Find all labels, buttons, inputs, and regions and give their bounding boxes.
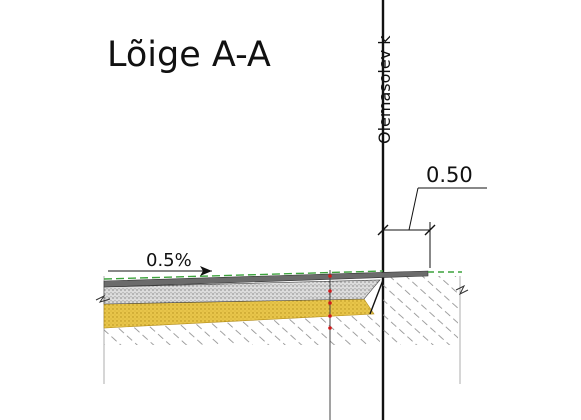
curb-edge [369,279,384,315]
slope-arrowhead [200,266,212,276]
dimension-tick-left [377,224,389,236]
marker-dot [328,314,332,318]
break-mark-left [95,294,111,303]
boundary-label: Olemasolev k [375,35,394,144]
dimension-leader [408,187,419,231]
dimension-label: 0.50 [426,163,473,187]
subgrade-hatch-right [383,276,458,345]
marker-dot [328,289,332,293]
marker-dot [328,301,332,305]
asphalt-layer [103,270,429,288]
section-title: Lõige A-A [107,35,271,75]
subgrade-hatch-left [104,314,380,345]
slope-label: 0.5% [146,250,192,271]
green-edge-left [103,270,384,280]
gravel-layer [103,279,381,305]
break-mark-right [455,284,469,296]
dimension-tick-right [424,224,436,236]
marker-dot [328,326,332,330]
marker-dot [328,274,332,278]
